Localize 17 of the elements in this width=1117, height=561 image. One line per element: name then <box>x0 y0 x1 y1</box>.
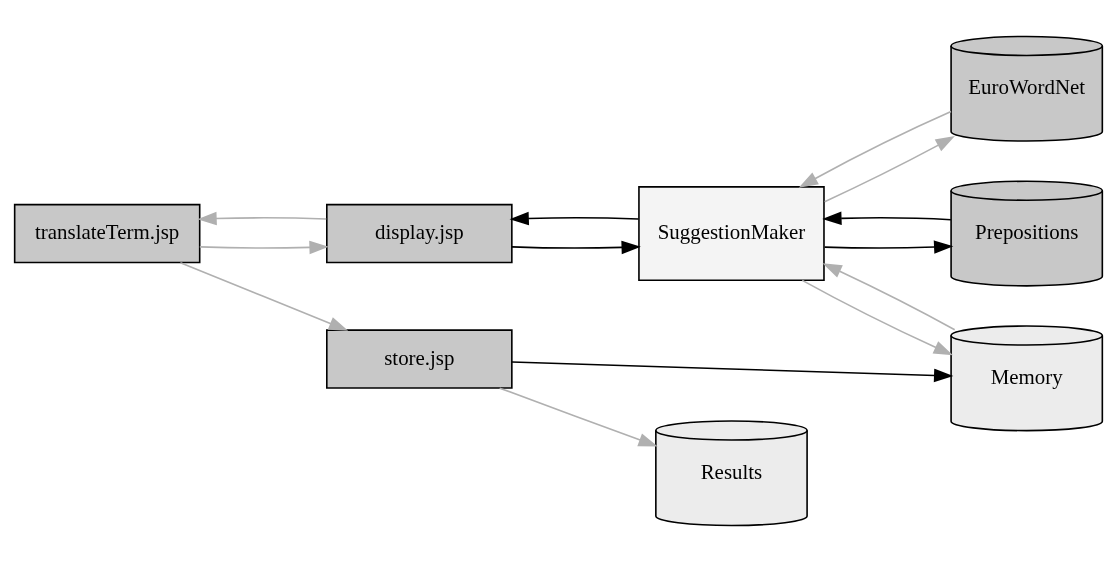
arrow <box>823 135 955 202</box>
arrow <box>822 262 956 331</box>
arrow <box>197 211 328 225</box>
arrow <box>822 211 952 225</box>
node-box: translateTerm.jsp <box>13 203 201 263</box>
arrow <box>498 386 658 447</box>
arrow <box>509 211 640 225</box>
arrow <box>511 360 954 382</box>
arrow <box>823 239 954 254</box>
arrow <box>179 261 349 331</box>
node-box: store.jsp <box>326 328 513 389</box>
node-box: SuggestionMaker <box>638 185 825 281</box>
node-box: display.jsp <box>326 203 513 263</box>
arrow <box>801 279 953 355</box>
arrow <box>199 240 329 254</box>
arrow <box>511 240 641 254</box>
arrow <box>798 110 952 188</box>
